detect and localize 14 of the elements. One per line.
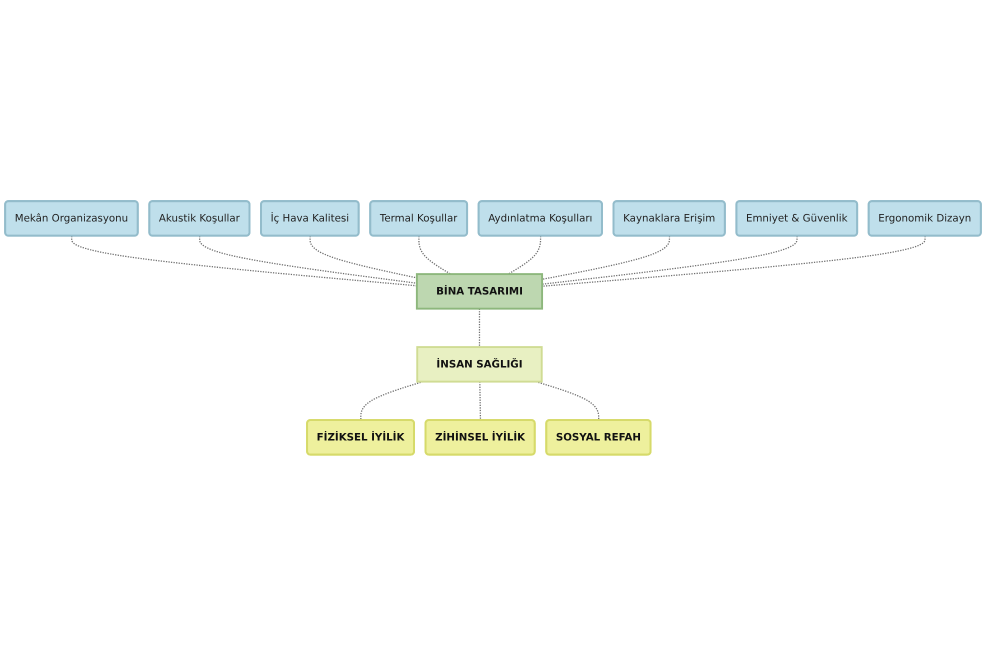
node-box: İNSAN SAĞLIĞI: [416, 346, 543, 383]
connector: [418, 236, 451, 275]
connector: [199, 236, 417, 284]
connector: [536, 381, 600, 420]
connector: [542, 236, 926, 288]
connector: [508, 236, 542, 275]
connector: [542, 236, 670, 280]
connector: [360, 381, 424, 420]
node-box: BİNA TASARIMI: [416, 273, 544, 310]
connector: [478, 308, 480, 348]
connector: [71, 236, 417, 287]
connector: [542, 236, 798, 285]
connector: [479, 382, 482, 420]
connector: [309, 236, 417, 279]
